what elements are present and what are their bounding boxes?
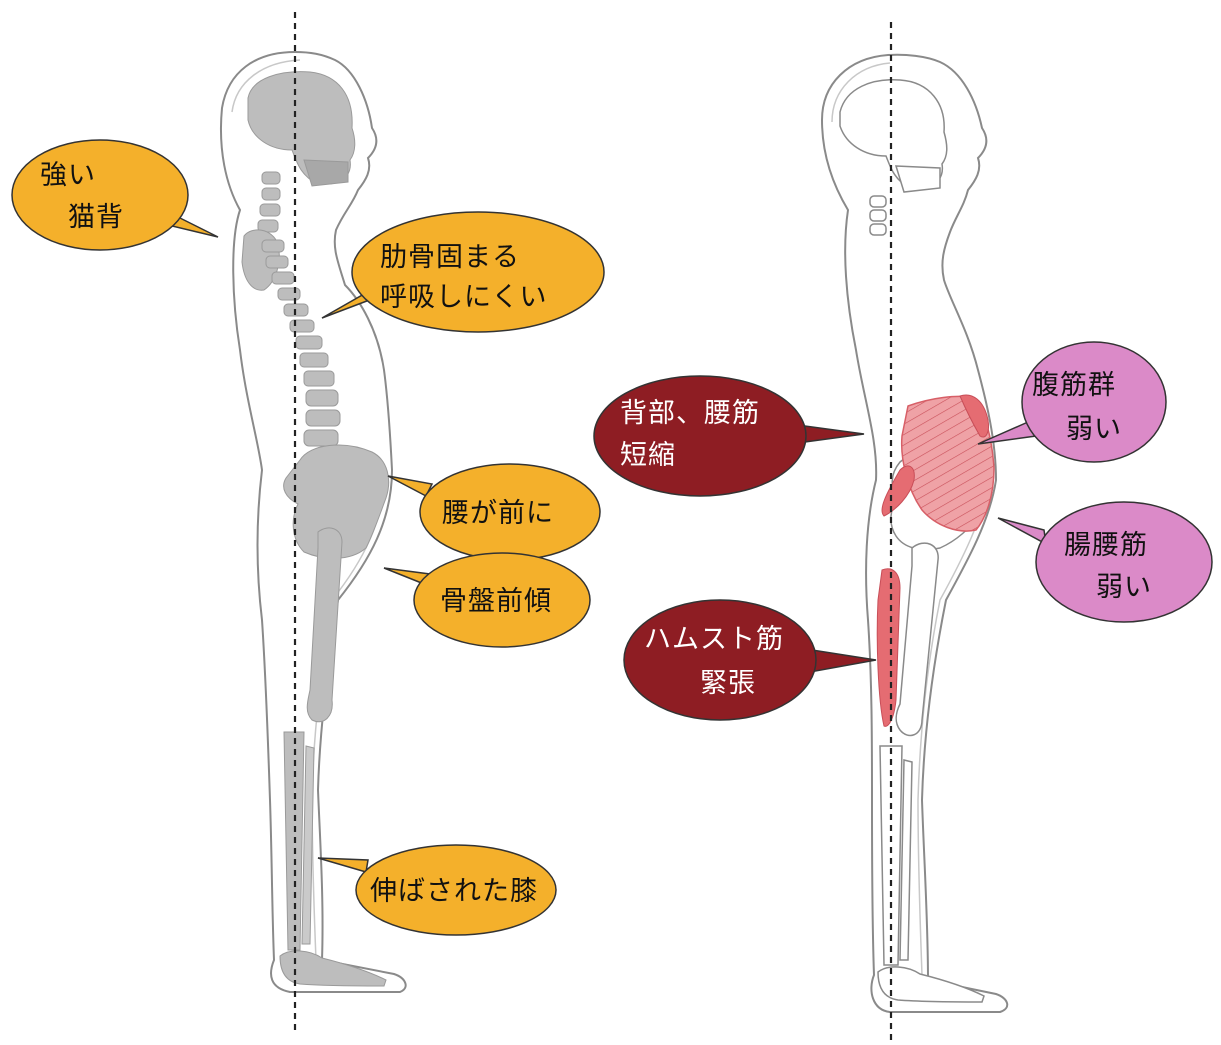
callout-line-2: 猫背 xyxy=(68,202,124,233)
callout-abdominals-weak: 腹筋群 弱い xyxy=(978,342,1166,462)
callout-line-1: 腹筋群 xyxy=(1032,370,1116,401)
callout-pointer xyxy=(318,858,368,872)
callout-line-1: 骨盤前傾 xyxy=(440,586,552,617)
tibia-outline xyxy=(880,746,902,965)
callout-pointer xyxy=(810,650,876,672)
callout-line-1: 伸ばされた膝 xyxy=(370,876,538,907)
callout-bubble xyxy=(12,140,188,250)
callout-line-2: 短縮 xyxy=(620,440,676,471)
callout-line-1: ハムスト筋 xyxy=(644,624,784,655)
callout-lower-back-forward: 腰が前に xyxy=(388,464,600,560)
jaw-outline xyxy=(896,166,940,192)
callout-back-lumbar-shortened: 背部、腰筋 短縮 xyxy=(594,376,864,496)
callout-line-1: 背部、腰筋 xyxy=(620,398,760,429)
callout-line-1: 強い xyxy=(40,160,96,191)
callout-hyperextended-knee: 伸ばされた膝 xyxy=(318,845,556,935)
callout-line-2: 緊張 xyxy=(700,668,756,699)
callout-anterior-pelvic-tilt: 骨盤前傾 xyxy=(384,553,590,647)
callout-hamstrings-tense: ハムスト筋 緊張 xyxy=(624,600,876,720)
callout-iliopsoas-weak: 腸腰筋 弱い xyxy=(998,502,1212,622)
callout-line-2: 呼吸しにくい xyxy=(380,282,547,313)
cervical-spine-outline xyxy=(870,196,886,235)
callout-line-1: 腰が前に xyxy=(442,498,554,529)
right-figure xyxy=(822,22,1007,1040)
callout-bubble xyxy=(594,376,806,496)
callout-line-2: 弱い xyxy=(1066,414,1122,445)
jaw xyxy=(304,160,348,186)
callout-line-1: 肋骨固まる xyxy=(380,242,520,273)
foot-outline xyxy=(878,967,984,1002)
callout-bubble xyxy=(1036,502,1212,622)
callout-line-2: 弱い xyxy=(1096,572,1152,603)
callout-pointer xyxy=(998,518,1046,544)
callout-line-1: 腸腰筋 xyxy=(1064,530,1148,561)
callout-strong-hunchback: 強い 猫背 xyxy=(12,140,218,250)
callout-pointer xyxy=(388,476,432,496)
callout-bubble xyxy=(624,600,816,720)
